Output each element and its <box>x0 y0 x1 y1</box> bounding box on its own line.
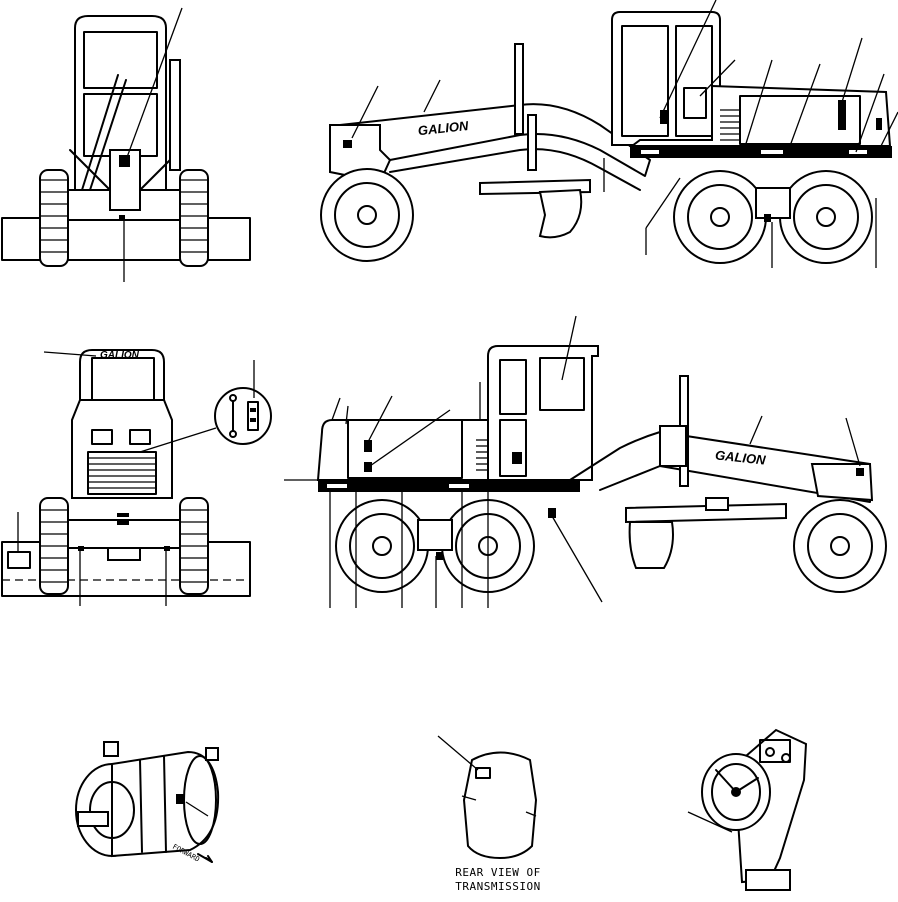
callout-leaders-upper-side <box>351 0 898 268</box>
transmission-rear-view: REAR VIEW OF TRANSMISSION <box>437 735 540 893</box>
detail-callout-circle <box>214 387 272 445</box>
engine-view: FORWARD <box>75 741 220 864</box>
side-view-upper: GALION <box>320 0 898 268</box>
rear-view: GALION <box>1 349 272 606</box>
transmission-caption-line1: REAR VIEW OF <box>455 866 540 879</box>
transmission-caption-line2: TRANSMISSION <box>455 880 540 893</box>
side-view-lower: GALION <box>284 315 887 608</box>
callout-leaders-lower-side <box>284 315 861 608</box>
front-view-upper <box>1 7 251 282</box>
brand-logo-lower: GALION <box>714 447 766 467</box>
steering-console-view <box>687 728 808 891</box>
callout-leaders-rear <box>17 351 255 606</box>
brand-logo-rear: GALION <box>100 350 140 361</box>
brand-logo-upper: GALION <box>417 118 469 138</box>
callout-leader <box>125 7 183 161</box>
